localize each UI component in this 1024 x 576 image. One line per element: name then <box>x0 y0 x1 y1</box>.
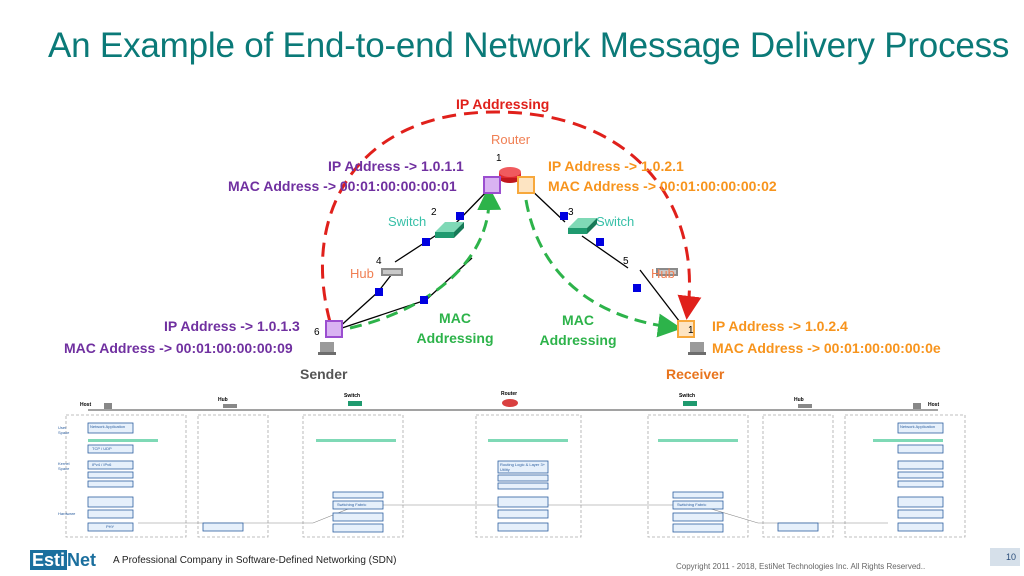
router-right-iface-box <box>517 176 535 194</box>
stack-side-hardware: Hardware <box>58 511 76 516</box>
router-label: Router <box>491 132 531 147</box>
receiver-label: Receiver <box>666 366 725 382</box>
stack-label-hub-right: Hub <box>794 397 804 403</box>
sender-iface-box <box>325 320 343 338</box>
router-right-ip: IP Address -> 1.0.2.1 <box>548 158 684 174</box>
router-left-mac: MAC Address -> 00:01:00:00:00:01 <box>228 178 457 194</box>
sender-label: Sender <box>300 366 348 382</box>
mac-addressing-arrow-right <box>524 199 682 338</box>
switch-right-label: Switch <box>596 214 635 229</box>
link-node-markers <box>375 212 641 304</box>
receiver-num: 1 <box>688 325 694 336</box>
router-icon <box>499 167 521 183</box>
stack-label-switch-left: Switch <box>344 393 361 399</box>
stack-host-left-phy: PHY <box>106 524 115 529</box>
router-left-iface-box <box>483 176 501 194</box>
mac-left-line1: MAC <box>439 310 471 326</box>
copyright-text: Copyright 2011 - 2018, EstiNet Technolog… <box>676 562 926 571</box>
switch-right-num: 3 <box>568 207 574 218</box>
receiver-host-icon <box>688 342 706 355</box>
stack-label-host-left: Host <box>80 402 92 408</box>
hub-right-icon <box>656 268 678 276</box>
switch-left-icon <box>435 222 464 238</box>
stack-router-routing: Routing Logic & Layer 3+ Utility <box>500 462 546 472</box>
stack-label-switch-right: Switch <box>679 393 696 399</box>
page-number: 10 <box>990 548 1020 566</box>
stack-label-router: Router <box>501 391 518 397</box>
receiver-ip: IP Address -> 1.0.2.4 <box>712 318 848 334</box>
topology-diagram <box>318 110 706 355</box>
protocol-stack-diagram: Host Hub Switch Router Switch Hub Host N… <box>58 391 972 543</box>
hub-right-num: 5 <box>623 256 629 267</box>
hub-left-icon <box>381 268 403 276</box>
stack-switch-fabric-left: Switching Fabric <box>337 502 367 507</box>
sender-host-icon <box>318 342 336 355</box>
stack-label-host-right: Host <box>928 402 940 408</box>
switch-left-num: 2 <box>431 207 437 218</box>
mac-right-line2: Addressing <box>539 332 617 348</box>
mac-left-line2: Addressing <box>416 330 494 346</box>
ip-addressing-arrow <box>321 110 702 323</box>
ip-addressing-label: IP Addressing <box>456 96 550 112</box>
stack-side-user: User Space <box>58 425 70 435</box>
mac-addressing-label-left: MAC Addressing <box>412 308 498 348</box>
stack-host-right-app: Network Application <box>900 424 936 429</box>
logo-esti: Esti <box>30 550 68 570</box>
network-links <box>335 185 687 331</box>
switch-left-label: Switch <box>388 214 427 229</box>
mac-addressing-label-right: MAC Addressing <box>535 310 621 350</box>
router-right-mac: MAC Address -> 00:01:00:00:00:02 <box>548 178 777 194</box>
router-num: 1 <box>496 153 502 164</box>
stack-host-left-ip: IPv4 / IPv6 <box>92 462 112 467</box>
logo-net: Net <box>67 550 97 570</box>
sender-num: 6 <box>314 327 320 338</box>
protocol-stack-lines <box>65 399 966 538</box>
stack-host-left-app: Network Application <box>90 424 126 429</box>
hub-left-label: Hub <box>350 266 374 281</box>
page-title: An Example of End-to-end Network Message… <box>48 26 1010 65</box>
company-tagline: A Professional Company in Software-Defin… <box>113 555 397 566</box>
hub-right-label: Hub <box>651 266 675 281</box>
sender-ip: IP Address -> 1.0.1.3 <box>164 318 300 334</box>
stack-side-kernel: Kernel Space <box>58 461 70 471</box>
stack-label-hub-left: Hub <box>218 397 228 403</box>
sender-mac: MAC Address -> 00:01:00:00:00:09 <box>64 340 293 356</box>
hub-left-num: 4 <box>376 256 382 267</box>
stack-host-left-tcp: TCP / UDP <box>92 446 112 451</box>
router-left-ip: IP Address -> 1.0.1.1 <box>328 158 464 174</box>
mac-right-line1: MAC <box>562 312 594 328</box>
receiver-mac: MAC Address -> 00:01:00:00:00:0e <box>712 340 941 356</box>
switch-right-icon <box>568 218 597 234</box>
receiver-iface-box <box>677 320 695 338</box>
stack-switch-fabric-right: Switching Fabric <box>677 502 707 507</box>
mac-addressing-arrow-left <box>349 186 502 330</box>
